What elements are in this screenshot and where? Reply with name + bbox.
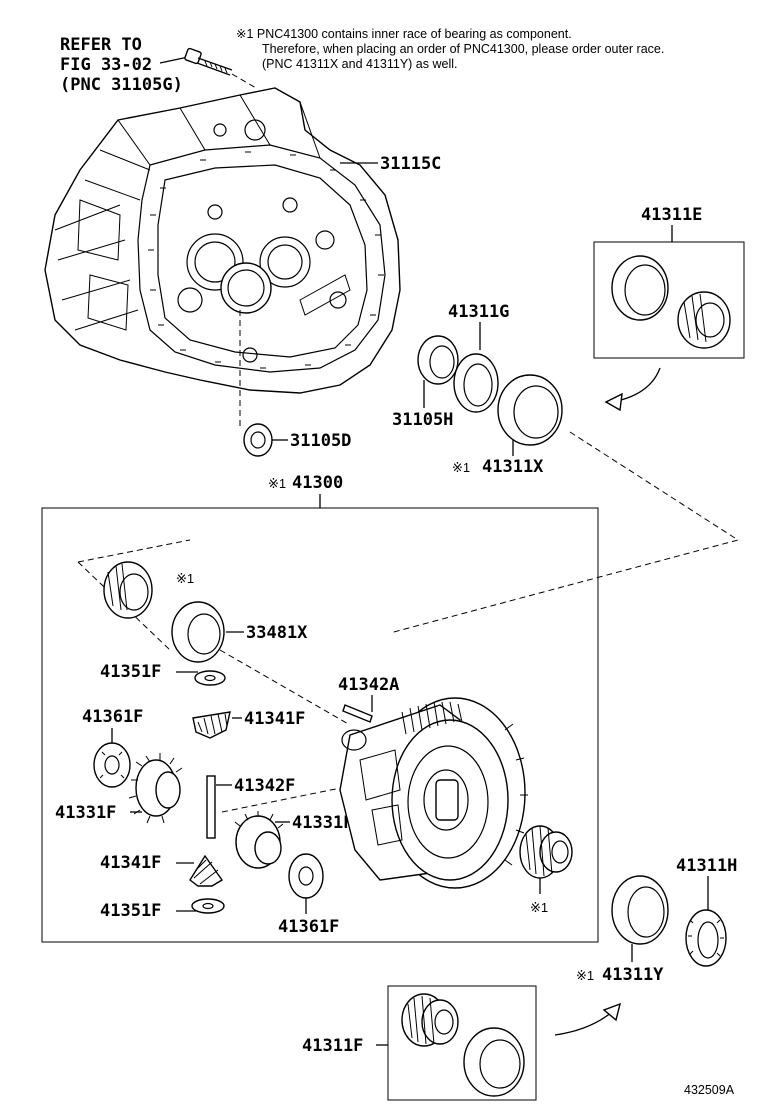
label-41342F[interactable]: 41342F [234, 776, 295, 796]
shim-41311G-illustration[interactable] [453, 353, 499, 413]
side-gear-41331F-right-illustration[interactable] [234, 811, 290, 869]
box-41311E [593, 241, 745, 359]
outer-race-41311X-illustration[interactable] [497, 374, 563, 456]
refer-block[interactable]: REFER TO FIG 33-02 (PNC 31105G) [60, 35, 194, 95]
label-41311E[interactable]: 41311E [641, 205, 702, 225]
label-41300[interactable]: 41300 [292, 473, 343, 493]
washer-41361F-bottom-illustration[interactable] [288, 853, 324, 914]
bearing-41311F-outer-race[interactable] [463, 1027, 525, 1097]
note-block: ※1 PNC41300 contains inner race of beari… [236, 27, 664, 71]
label-41341F-top[interactable]: 41341F [244, 709, 305, 729]
refer-line-2: FIG 33-02 [60, 55, 152, 75]
note-line-2: Therefore, when placing an order of PNC4… [262, 42, 664, 56]
label-41361F-left[interactable]: 41361F [82, 707, 143, 727]
pinion-gear-41341F-top-illustration[interactable] [192, 711, 242, 739]
label-41311G[interactable]: 41311G [448, 302, 509, 322]
mark-bearing-top: ※1 [176, 571, 194, 586]
bearing-41311F-inner-race[interactable] [401, 993, 459, 1047]
label-41342A[interactable]: 41342A [338, 675, 399, 695]
label-41311Y[interactable]: 41311Y [602, 965, 664, 985]
pin-41342A-illustration[interactable] [342, 704, 373, 723]
label-41361F-bottom[interactable]: 41361F [278, 917, 339, 937]
label-41311F[interactable]: 41311F [302, 1036, 363, 1056]
bearing-41311E-outer-race[interactable] [611, 255, 669, 321]
label-41311H[interactable]: 41311H [676, 856, 737, 876]
label-41351F-bottom[interactable]: 41351F [100, 901, 161, 921]
arrow-41311F [554, 1011, 613, 1036]
label-41331F-right[interactable]: 41331F [292, 813, 353, 833]
label-41351F-top[interactable]: 41351F [100, 662, 161, 682]
refer-line-3: (PNC 31105G) [60, 75, 183, 95]
outer-race-41311Y-illustration[interactable] [611, 875, 669, 962]
oil-seal-31105H-illustration[interactable] [417, 335, 459, 408]
bearing-41311E-inner-race[interactable] [677, 291, 731, 349]
box-41311F [387, 985, 537, 1101]
shim-41311H-illustration[interactable] [685, 909, 727, 967]
arrow-head-41311E [604, 392, 623, 412]
washer-41351F-bottom-illustration[interactable] [191, 898, 225, 914]
label-31105D[interactable]: 31105D [290, 431, 351, 451]
bearing-inner-race-top[interactable] [103, 561, 153, 619]
note-line-1: ※1 PNC41300 contains inner race of beari… [236, 27, 572, 41]
mark-41300: ※1 [268, 476, 286, 491]
diagram-code: 432509A [684, 1083, 735, 1097]
arrow-head-41311F [602, 1002, 622, 1022]
mark-41311X: ※1 [452, 460, 470, 475]
bearing-inner-race-right[interactable] [519, 825, 573, 894]
differential-case-ring-gear-illustration[interactable] [339, 697, 528, 889]
label-33481X[interactable]: 33481X [246, 623, 308, 643]
side-gear-41331F-left-illustration[interactable] [128, 753, 183, 824]
label-41311X[interactable]: 41311X [482, 457, 544, 477]
washer-41351F-top-illustration[interactable] [194, 670, 226, 686]
refer-line-1: REFER TO [60, 35, 142, 55]
dash-41311X-to-bearing [389, 431, 740, 634]
label-41331F-left[interactable]: 41331F [55, 803, 116, 823]
pinion-gear-41341F-bottom-illustration[interactable] [189, 854, 224, 887]
label-31115C[interactable]: 31115C [380, 154, 441, 174]
label-41341F-bottom[interactable]: 41341F [100, 853, 161, 873]
note-line-3: (PNC 41311X and 41311Y) as well. [262, 57, 457, 71]
dash-washer-case [219, 649, 351, 726]
transaxle-housing-illustration[interactable] [44, 87, 401, 394]
box-41300 [41, 507, 599, 943]
mark-bearing-right: ※1 [530, 900, 548, 915]
shaft-41342F-illustration[interactable] [206, 775, 232, 839]
washer-41361F-left-illustration[interactable] [93, 742, 131, 788]
oil-seal-31105D-illustration[interactable] [243, 423, 288, 457]
mark-41311Y: ※1 [576, 968, 594, 983]
thrust-washer-33481X-illustration[interactable] [171, 601, 244, 663]
label-31105H[interactable]: 31105H [392, 410, 453, 430]
bolt-icon[interactable] [184, 47, 257, 89]
